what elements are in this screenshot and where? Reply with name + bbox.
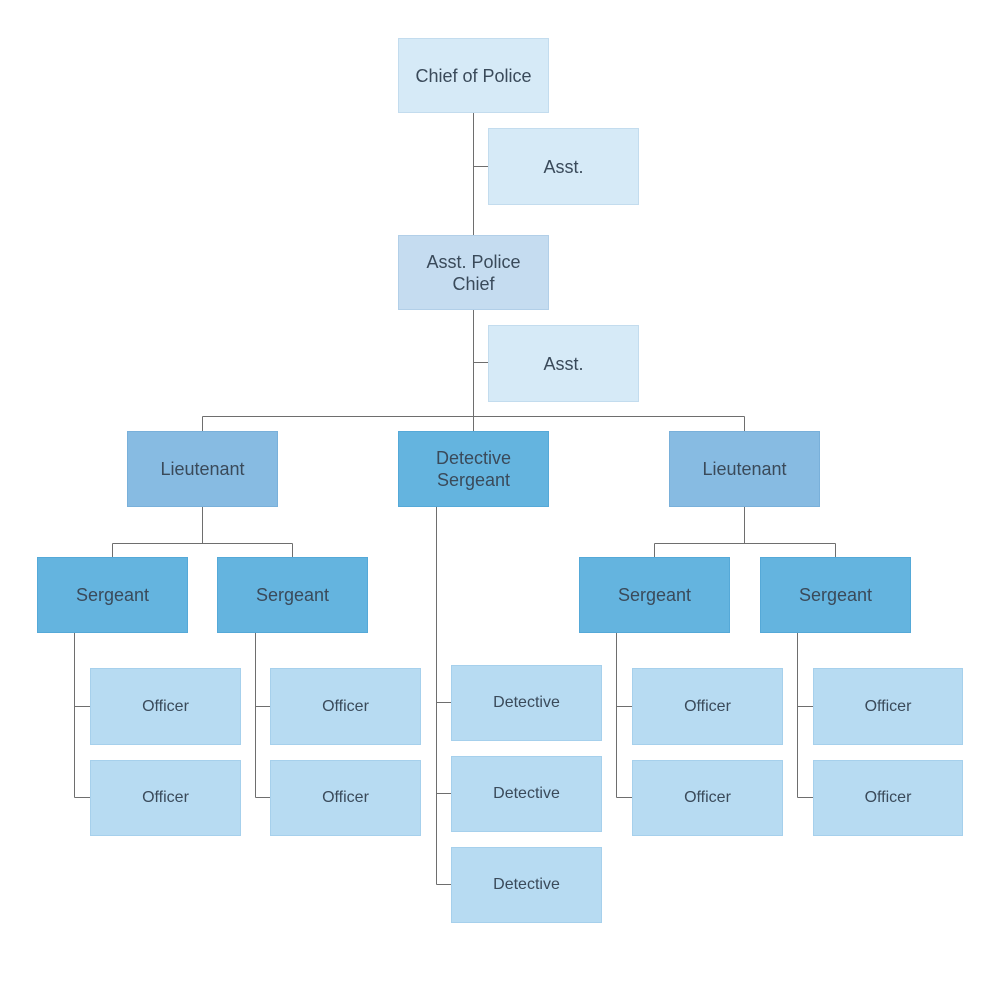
sergeant-label: Sergeant [75, 585, 150, 605]
assistant-police-chief-label: Asst. Police Chief [426, 251, 521, 294]
lieutenant-right-label: Lieutenant [702, 459, 787, 479]
officer-label: Officer [684, 697, 731, 715]
officer-box[interactable]: Officer [90, 760, 241, 836]
officer-box[interactable]: Officer [632, 760, 783, 836]
detective-label: Detective [493, 785, 560, 802]
sergeant-box[interactable]: Sergeant [760, 557, 911, 633]
sergeant-label: Sergeant [798, 585, 873, 605]
detective-sergeant-box[interactable]: Detective Sergeant [398, 431, 549, 507]
officer-box[interactable]: Officer [632, 668, 783, 745]
officer-box[interactable]: Officer [270, 760, 421, 836]
detective-label: Detective [493, 876, 560, 893]
chief-of-police-box[interactable]: Chief of Police [398, 38, 549, 113]
officer-label: Officer [142, 697, 189, 715]
officer-box[interactable]: Officer [813, 668, 963, 745]
assistant-police-chief-box[interactable]: Asst. Police Chief [398, 235, 549, 310]
officer-label: Officer [322, 789, 369, 806]
assistant-chief-assistant-box[interactable]: Asst. [488, 325, 639, 402]
lieutenant-right-box[interactable]: Lieutenant [669, 431, 820, 507]
sergeant-box[interactable]: Sergeant [37, 557, 188, 633]
sergeant-box[interactable]: Sergeant [217, 557, 368, 633]
sergeant-box[interactable]: Sergeant [579, 557, 730, 633]
officer-box[interactable]: Officer [270, 668, 421, 745]
assistant-chief-assistant-label: Asst. [543, 353, 584, 374]
chief-assistant-box[interactable]: Asst. [488, 128, 639, 205]
lieutenant-left-box[interactable]: Lieutenant [127, 431, 278, 507]
officer-label: Officer [864, 789, 912, 806]
officer-label: Officer [864, 697, 912, 715]
officer-box[interactable]: Officer [90, 668, 241, 745]
sergeant-label: Sergeant [617, 585, 692, 605]
detective-box[interactable]: Detective [451, 756, 602, 832]
detective-label: Detective [493, 694, 560, 711]
officer-label: Officer [684, 789, 731, 806]
chief-assistant-label: Asst. [543, 156, 584, 177]
detective-box[interactable]: Detective [451, 665, 602, 741]
officer-label: Officer [322, 697, 369, 715]
sergeant-label: Sergeant [255, 585, 330, 605]
chief-of-police-label: Chief of Police [415, 65, 532, 86]
detective-box[interactable]: Detective [451, 847, 602, 923]
officer-label: Officer [142, 789, 189, 806]
lieutenant-left-label: Lieutenant [160, 459, 245, 479]
officer-box[interactable]: Officer [813, 760, 963, 836]
detective-sergeant-label: Detective Sergeant [435, 448, 512, 490]
